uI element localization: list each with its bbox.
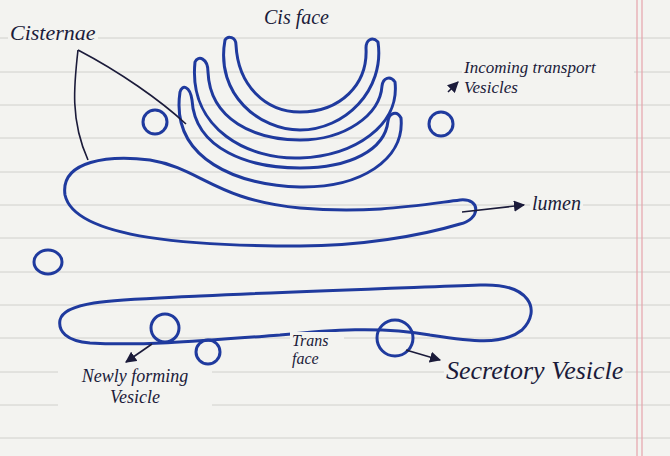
leader-line [448,82,458,92]
vesicle [196,340,220,364]
part-label: Newly forming Vesicle [58,366,212,407]
part-label: Incoming transport Vesicles [462,58,634,97]
part-label: Secretory Vesicle [444,356,625,386]
leader-line [78,50,186,124]
ruled-line [0,272,670,273]
vesicle [34,250,62,274]
vesicle [143,110,167,134]
leader-line [75,50,88,160]
ruled-line [0,238,670,239]
ruled-line [0,305,670,306]
cisterna [179,87,401,187]
margin-line [636,0,637,456]
leader-line [406,350,440,360]
ruled-line [0,138,670,139]
cisterna [65,158,476,246]
cisterna [194,58,395,158]
leader-lines [75,50,524,362]
part-label: Cisternae [8,20,98,45]
ruled-lines [0,38,670,438]
ruled-line [0,438,670,439]
part-label: Cis face [262,6,331,29]
leader-line [126,344,152,362]
ruled-line [0,38,670,39]
ruled-line [0,172,670,173]
vesicle [429,112,453,136]
part-label: Trans face [290,332,344,369]
leader-line [462,205,524,212]
golgi-body [34,37,531,364]
part-label: lumen [530,192,583,215]
margin-line [641,0,642,456]
cisterna [224,37,379,130]
vesicle [151,314,179,342]
